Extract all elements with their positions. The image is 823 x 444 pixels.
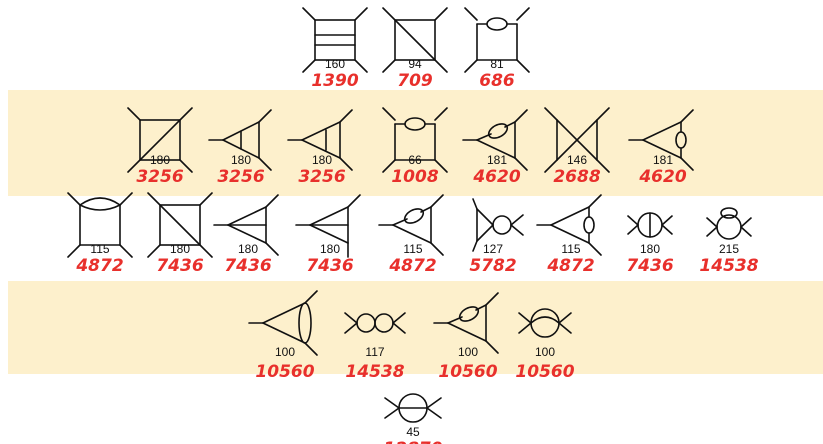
- handwritten-annotation: 10560: [515, 362, 574, 382]
- diagram-count: 180: [170, 242, 190, 256]
- handwritten-annotation: 1390: [311, 71, 358, 91]
- diagram-double-box: [302, 7, 368, 73]
- diagram-count: 115: [561, 242, 580, 256]
- diagram-triangle-bubble-right-large: [248, 290, 318, 356]
- diagram-count: 100: [275, 345, 295, 359]
- highlight-band: [8, 281, 823, 374]
- highlight-band: [8, 90, 823, 196]
- handwritten-annotation: 1008: [391, 167, 438, 187]
- diagram-triangle-open: [295, 194, 361, 258]
- diagram-triangle-inner-chord: [213, 194, 279, 256]
- handwritten-annotation: 10560: [255, 362, 314, 382]
- diagram-count: 160: [325, 57, 345, 71]
- diagram-count: 127: [483, 242, 503, 256]
- handwritten-annotation: 4872: [388, 256, 436, 276]
- handwritten-annotation: 686: [479, 71, 515, 91]
- diagram-count: 146: [567, 153, 587, 167]
- handwritten-annotation: 14538: [345, 362, 404, 382]
- diagram-count: 180: [312, 153, 332, 167]
- diagram-bubble-box: [382, 107, 448, 173]
- handwritten-annotation: 7436: [224, 256, 271, 276]
- handwritten-annotation: 3256: [217, 167, 264, 187]
- diagram-triangle-bubble-edge: [378, 194, 444, 256]
- diagram-count: 45: [406, 425, 420, 439]
- diagram-triangle-bubble-edge: [433, 292, 499, 354]
- diagram-count: 180: [150, 153, 170, 167]
- diagram-diagonal-box: [382, 7, 448, 73]
- handwritten-annotation: 4620: [638, 167, 686, 187]
- handwritten-annotation: 5782: [469, 256, 516, 276]
- diagram-count: 180: [238, 242, 258, 256]
- handwritten-annotation: 3256: [298, 167, 345, 187]
- diagram-sunset: [384, 393, 442, 423]
- handwritten-annotation: 7436: [306, 256, 353, 276]
- diagram-count: 180: [320, 242, 340, 256]
- diagram-count: 94: [408, 57, 422, 71]
- diagram-count: 100: [458, 345, 478, 359]
- handwritten-annotation: 3256: [136, 167, 183, 187]
- diagram-count: 115: [403, 242, 422, 256]
- diagram-count: 66: [408, 153, 422, 167]
- diagram-crossed-box: [544, 107, 610, 173]
- diagram-count: 115: [90, 242, 109, 256]
- handwritten-annotation: 4872: [546, 256, 594, 276]
- diagram-triangle-bubble-right: [536, 194, 602, 256]
- diagram-count: 180: [231, 153, 251, 167]
- diagram-triangle-bubble-right: [628, 109, 694, 171]
- handwritten-annotation: 2688: [553, 167, 600, 187]
- handwritten-annotation: 12870: [383, 439, 442, 444]
- diagram-bubble-top-box: [67, 192, 133, 258]
- diagram-double-bubble: [344, 312, 406, 334]
- diagram-triangle-bubble-edge: [462, 109, 528, 171]
- handwritten-annotation: 10560: [438, 362, 497, 382]
- diagram-circle-top-bubble: [706, 207, 752, 240]
- diagram-cross-box: [127, 107, 193, 173]
- diagram-triangle-vertical-inner: [287, 109, 353, 171]
- diagram-count: 181: [487, 153, 507, 167]
- diagram-bubble-box: [464, 7, 530, 73]
- diagram-bubble-chord: [518, 308, 572, 338]
- diagram-double-triangle: [208, 109, 272, 171]
- handwritten-annotation: 709: [397, 71, 433, 91]
- diagram-triangle-bowtie: [472, 198, 524, 252]
- handwritten-annotation: 7436: [626, 256, 673, 276]
- diagram-count: 180: [640, 242, 660, 256]
- handwritten-annotation: 7436: [156, 256, 203, 276]
- handwritten-annotation: 14538: [699, 256, 758, 276]
- handwritten-annotation: 4620: [472, 167, 520, 187]
- handwritten-annotation: 4872: [75, 256, 123, 276]
- diagram-circle-vertical: [627, 212, 673, 238]
- diagram-count: 117: [365, 345, 384, 359]
- diagram-count: 181: [653, 153, 673, 167]
- diagram-diagonal-box: [147, 192, 213, 258]
- diagram-count: 100: [535, 345, 555, 359]
- diagram-count: 81: [490, 57, 504, 71]
- diagram-count: 215: [719, 242, 739, 256]
